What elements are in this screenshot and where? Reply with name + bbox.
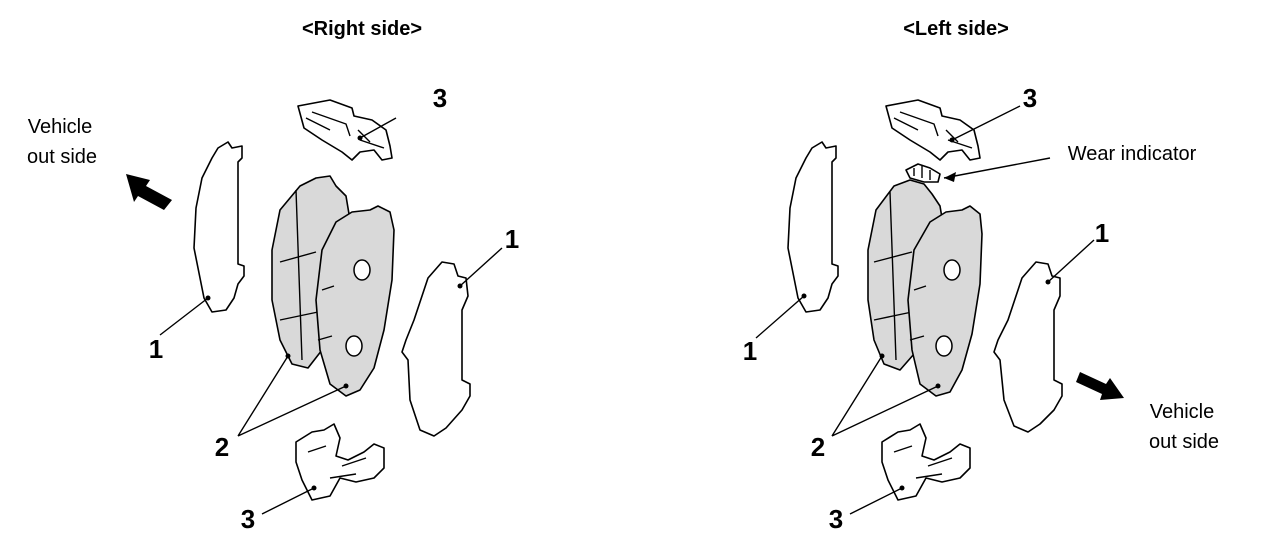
right-callout-3-top: 3 (433, 83, 447, 113)
left-leader-3-bottom (849, 487, 903, 515)
right-callout-1-right: 1 (505, 224, 519, 254)
right-top-clip (297, 99, 393, 161)
right-bottom-clip (295, 423, 385, 501)
wear-indicator-label: Wear indicator (1068, 143, 1197, 165)
right-vehicle-label-line1: Vehicle (28, 116, 93, 138)
left-side-title: <Left side> (903, 18, 1009, 40)
left-leader-2 (831, 355, 939, 437)
left-vehicle-label-line2: out side (1149, 431, 1219, 453)
right-vehicle-label-line2: out side (27, 146, 97, 168)
right-leader-1-left (159, 297, 209, 336)
right-outer-pad (315, 205, 395, 397)
left-vehicle-label-line1: Vehicle (1150, 401, 1215, 423)
right-shim-right (401, 261, 471, 437)
right-callout-1-left: 1 (149, 334, 163, 364)
right-leader-3-bottom (261, 487, 315, 515)
right-side-title: <Right side> (302, 18, 422, 40)
left-leader-1-right (1047, 239, 1095, 283)
left-callout-1-left: 1 (743, 336, 757, 366)
right-callout-3-bottom: 3 (241, 504, 255, 534)
left-direction-arrow-icon (1076, 372, 1124, 400)
left-callout-1-right: 1 (1095, 218, 1109, 248)
wear-indicator (905, 163, 941, 183)
right-leader-1-right (459, 247, 503, 287)
left-callout-3-top: 3 (1023, 83, 1037, 113)
left-leader-3-top (951, 105, 1021, 141)
left-leader-wear-indicator (943, 157, 1051, 179)
left-shim-right (993, 261, 1063, 433)
left-bottom-clip (881, 423, 971, 501)
left-callout-3-bottom: 3 (829, 504, 843, 534)
left-outer-pad (907, 205, 983, 397)
right-shim-left (193, 141, 245, 313)
right-callout-2: 2 (215, 432, 229, 462)
left-leader-1-left (755, 295, 805, 339)
left-top-clip (885, 99, 981, 161)
right-leader-2 (237, 355, 347, 437)
left-callout-2: 2 (811, 432, 825, 462)
left-shim-left (787, 141, 839, 313)
right-leader-3-top (359, 117, 397, 139)
right-direction-arrow-icon (126, 174, 172, 210)
